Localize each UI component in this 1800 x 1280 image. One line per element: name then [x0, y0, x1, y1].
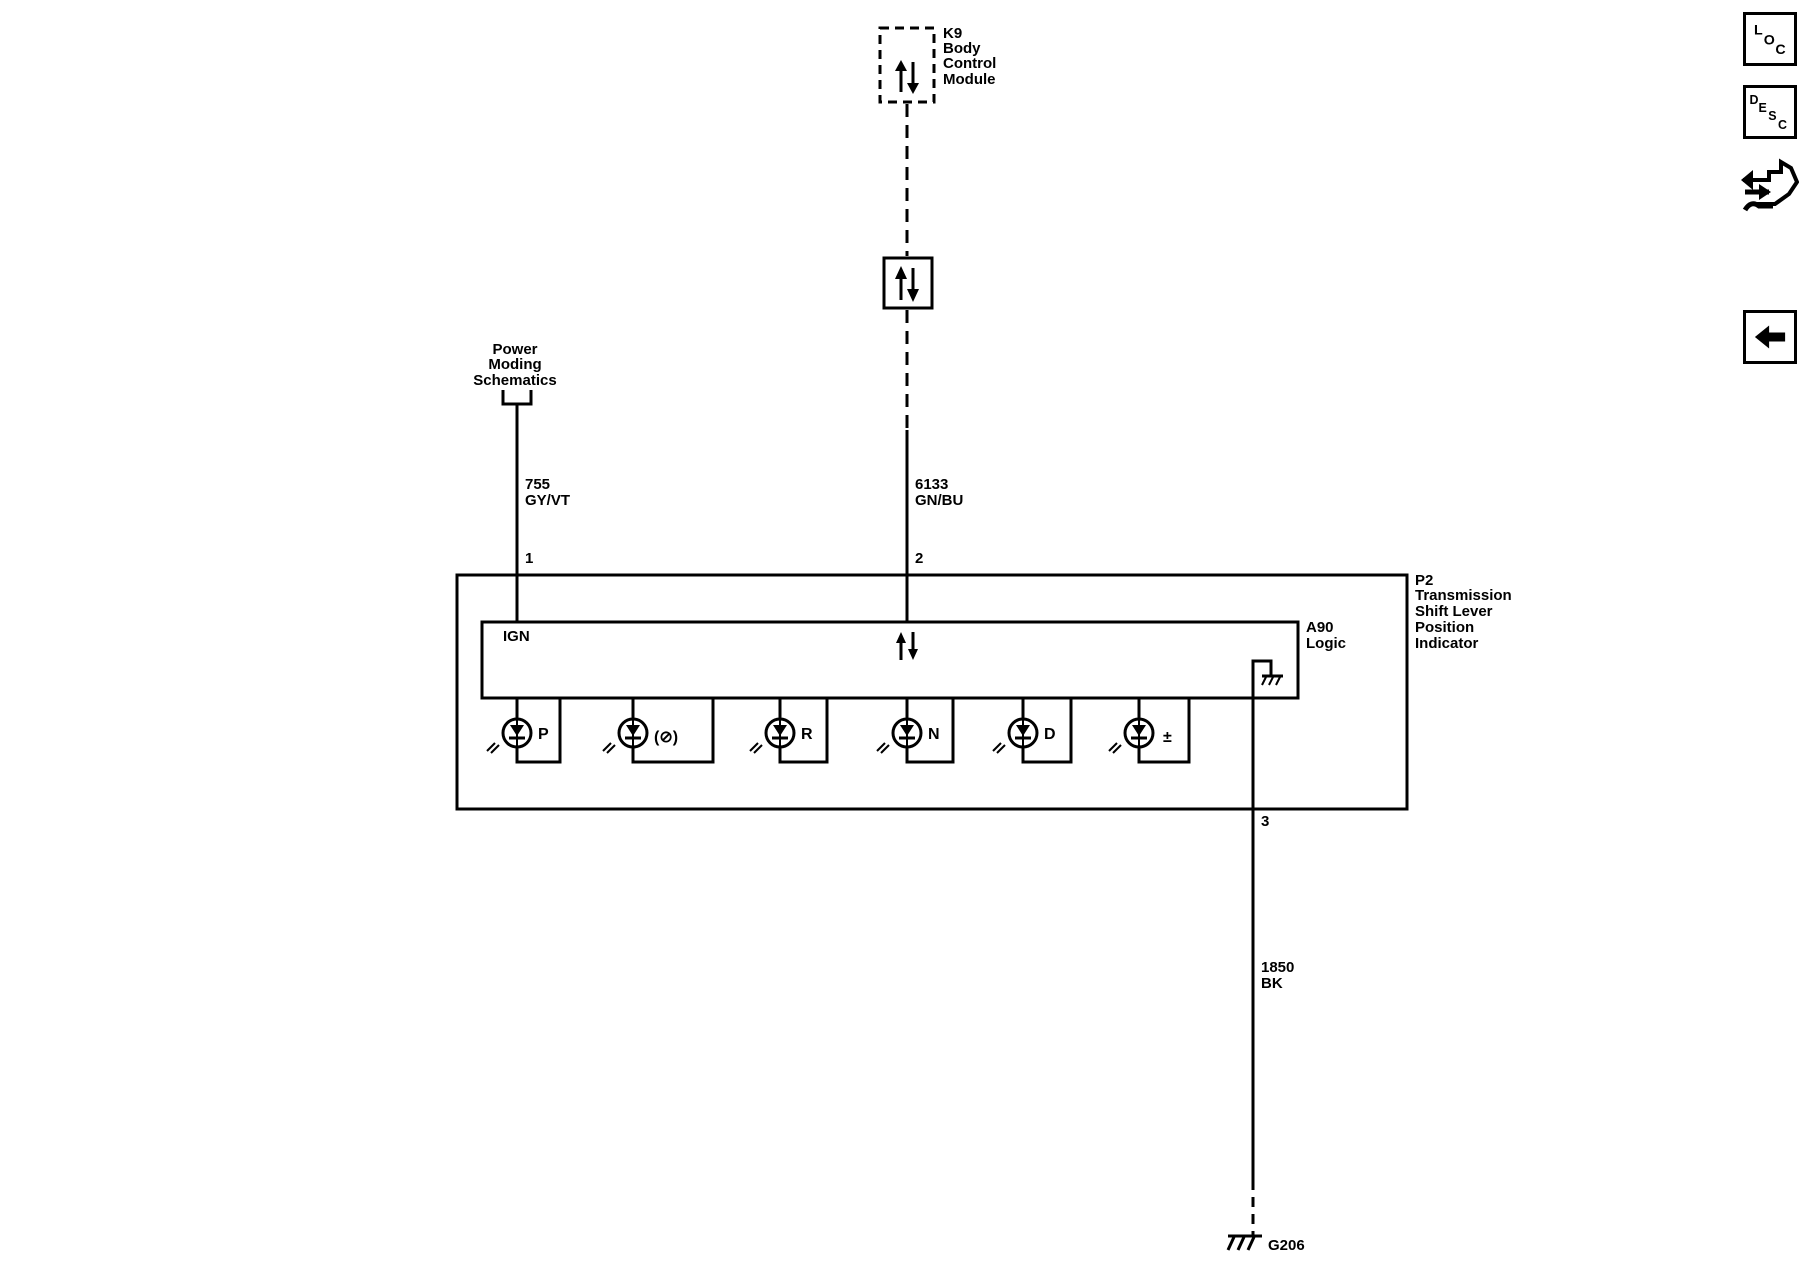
description-button[interactable]: D E S C	[1743, 85, 1797, 139]
connector-tool-button[interactable]	[1739, 152, 1800, 220]
wire-755-circuit: 755	[525, 476, 550, 493]
a90-ref-label: A90	[1306, 619, 1334, 636]
power-moding-line1: Power	[492, 341, 537, 358]
k9-name-line2: Control	[943, 55, 996, 72]
p2-transmission-shift-lever-position-indicator[interactable]: P2 Transmission Shift Lever Position Ind…	[455, 572, 1512, 811]
indicator-led-1: (⊘)	[602, 698, 715, 764]
serial-data-link-box[interactable]	[882, 256, 934, 310]
power-moding-line2: Moding	[488, 356, 541, 373]
back-arrow-icon	[1754, 325, 1786, 349]
back-button[interactable]	[1743, 310, 1797, 364]
pin-1-label: 1	[525, 550, 533, 567]
pin-2-label: 2	[915, 550, 923, 567]
wire-1850-circuit: 1850	[1261, 959, 1294, 976]
indicator-label-3: N	[928, 726, 940, 743]
k9-name-line1: Body	[943, 40, 981, 57]
svg-text:D: D	[1750, 93, 1759, 107]
bidirectional-arrow-icon	[896, 632, 918, 660]
location-button[interactable]: L O C	[1743, 12, 1797, 66]
p2-name-line4: Indicator	[1415, 635, 1479, 652]
g206-label: G206	[1268, 1237, 1305, 1254]
indicator-led-3: N	[876, 698, 955, 764]
parking-brake-icon: (⊘)	[654, 729, 678, 746]
indicator-led-0: P	[486, 698, 562, 764]
shift-indicator-leds: P (⊘) R N D ±	[486, 698, 1191, 764]
indicator-led-2: R	[749, 698, 829, 764]
power-moding-line3: Schematics	[473, 372, 556, 389]
svg-text:E: E	[1758, 101, 1766, 115]
indicator-led-4: D	[992, 698, 1073, 764]
indicator-label-4: D	[1044, 726, 1056, 743]
svg-text:C: C	[1778, 118, 1787, 132]
bidirectional-arrow-icon	[895, 266, 919, 302]
indicator-led-5: ±	[1108, 698, 1191, 764]
wire-1850-color: BK	[1261, 975, 1283, 992]
p2-name-line3: Position	[1415, 619, 1474, 636]
k9-body-control-module[interactable]: K9 Body Control Module	[878, 25, 996, 104]
wire-6133-circuit: 6133	[915, 476, 948, 493]
a90-logic-module[interactable]: IGN A90 Logic	[480, 619, 1346, 700]
svg-text:O: O	[1764, 32, 1775, 48]
p2-ref-label: P2	[1415, 572, 1433, 589]
k9-ref-label: K9	[943, 25, 962, 42]
g206-ground-symbol[interactable]: G206	[1226, 1234, 1305, 1254]
wire-755-color: GY/VT	[525, 492, 570, 509]
logic-ground-icon	[1251, 659, 1283, 692]
k9-name-line3: Module	[943, 71, 996, 88]
pin-3-label: 3	[1261, 813, 1269, 830]
svg-text:C: C	[1775, 42, 1785, 58]
bidirectional-arrow-icon	[895, 60, 919, 94]
connector-tool-icon	[1741, 158, 1800, 212]
svg-text:L: L	[1754, 23, 1763, 39]
plus-minus-icon: ±	[1163, 729, 1172, 746]
indicator-label-2: R	[801, 726, 813, 743]
p2-name-line2: Shift Lever	[1415, 603, 1493, 620]
power-moding-schematics-link[interactable]: Power Moding Schematics	[473, 341, 557, 406]
svg-text:S: S	[1768, 109, 1776, 123]
description-button-icon: D E S C	[1750, 93, 1787, 132]
location-button-icon: L O C	[1754, 23, 1786, 59]
indicator-label-0: P	[538, 726, 549, 743]
wire-6133-color: GN/BU	[915, 492, 963, 509]
p2-name-line1: Transmission	[1415, 587, 1512, 604]
a90-logic-label: Logic	[1306, 635, 1346, 652]
ign-label: IGN	[503, 628, 530, 645]
